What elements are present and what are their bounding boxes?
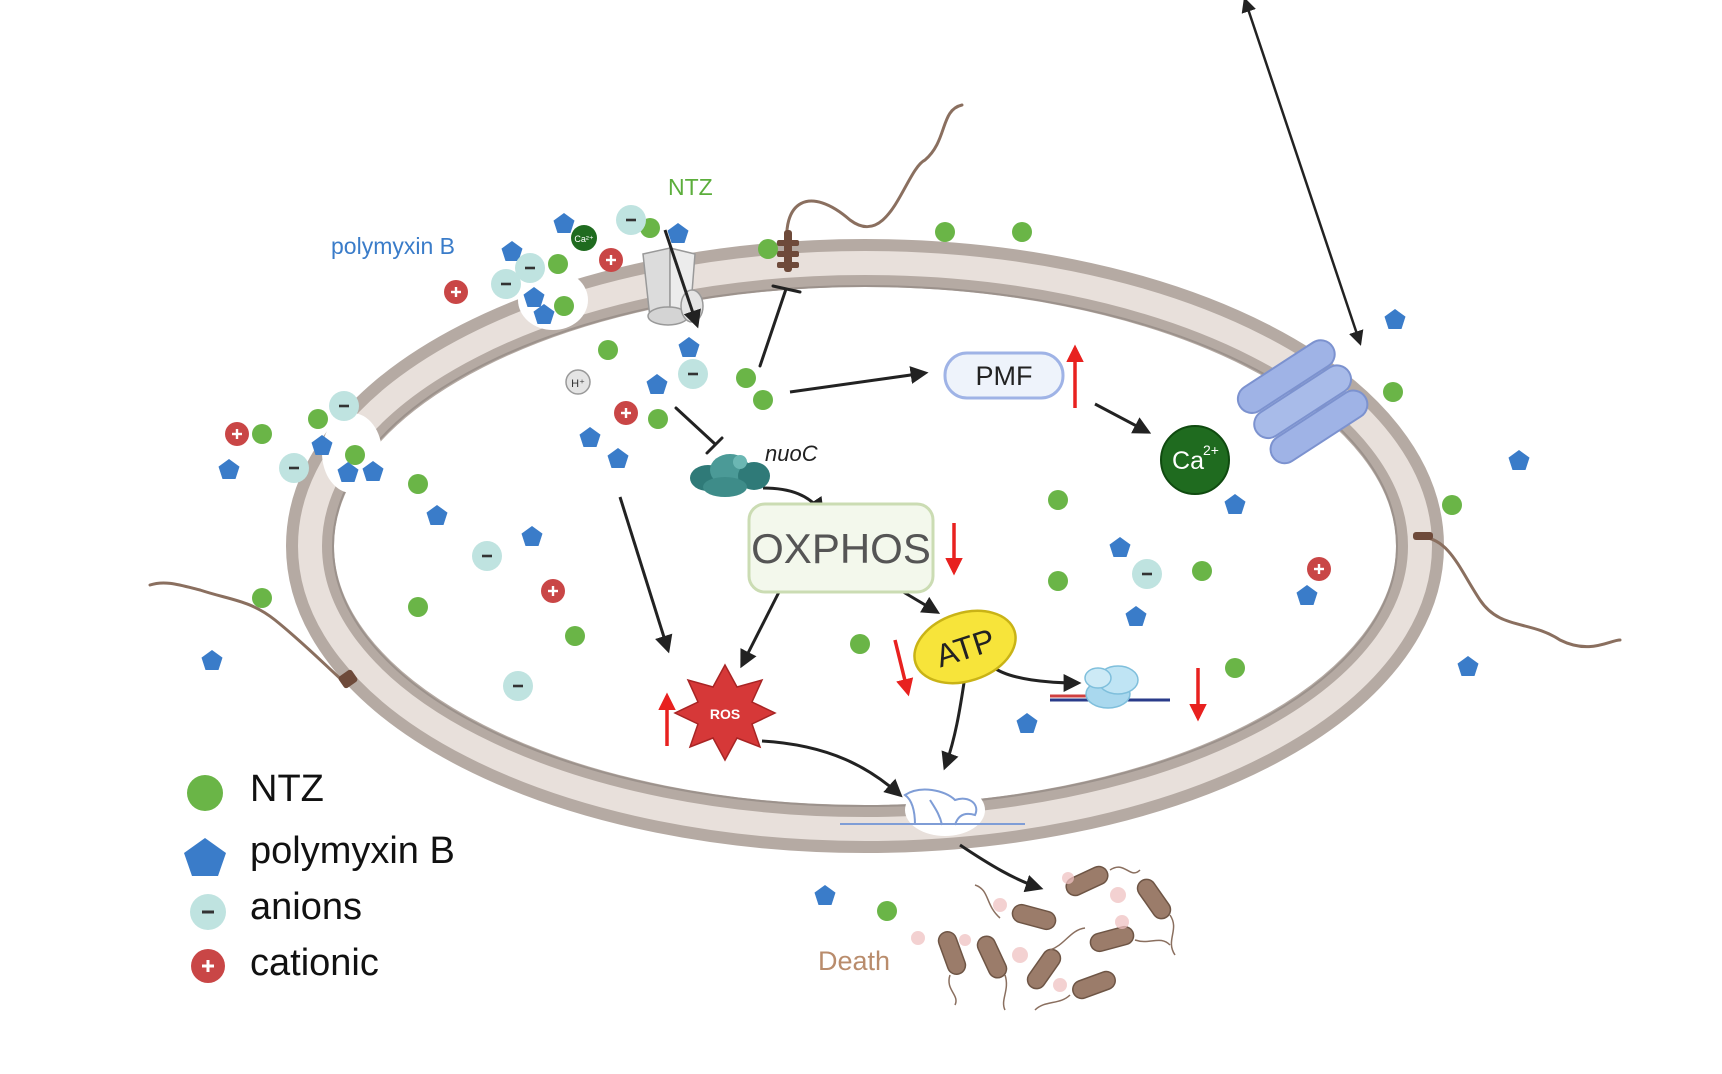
pmf-node: PMF <box>943 351 1065 400</box>
legend-anions-label: anions <box>250 886 362 928</box>
legend-ntz-icon <box>187 775 223 811</box>
inhibition-lines <box>674 284 802 455</box>
svg-text:ROS: ROS <box>710 706 740 722</box>
svg-text:Ca: Ca <box>1172 447 1204 475</box>
change-arrows <box>658 344 1207 746</box>
legend-ntz-label: NTZ <box>250 768 324 810</box>
legend-cationic-label: cationic <box>250 942 379 984</box>
legend-anion-icon <box>190 894 226 930</box>
ros-node: ROS <box>673 663 777 762</box>
svg-text:H⁺: H⁺ <box>571 378 585 390</box>
cell-membrane <box>286 239 1444 853</box>
svg-text:2+: 2+ <box>1203 442 1219 458</box>
legend-icons <box>184 775 226 983</box>
flagellum-motor <box>338 230 1433 689</box>
flagellum-icon <box>148 103 1622 685</box>
calcium-channel-arrow <box>1241 0 1364 346</box>
ntz-label: NTZ <box>668 174 713 200</box>
svg-text:PMF: PMF <box>976 361 1033 391</box>
atp-node: ATP <box>913 609 1017 685</box>
legend-polymyxin-icon <box>184 838 226 876</box>
legend-cation-icon <box>191 949 225 983</box>
death-label: Death <box>818 946 891 976</box>
nuoc-gene-label: nuoC <box>765 441 818 466</box>
calcium-ion: Ca 2+ <box>1160 425 1230 495</box>
membrane-pore <box>905 784 985 836</box>
ribosome-icon <box>1050 665 1170 709</box>
calcium-channel-icon <box>1236 339 1369 465</box>
polymyxin-b-label: polymyxin B <box>331 233 455 259</box>
membrane-damage-icon <box>840 788 1025 826</box>
proton-icon: H⁺ <box>565 369 591 395</box>
complex-i-protein-icon <box>690 454 770 497</box>
svg-text:Ca²⁺: Ca²⁺ <box>574 234 594 244</box>
legend-polymyxin-label: polymyxin B <box>250 830 455 872</box>
oxphos-node: OXPHOS <box>747 502 935 594</box>
calcium-ion-small: Ca²⁺ <box>571 225 597 251</box>
atp-decrease-arrow <box>893 639 914 697</box>
svg-text:OXPHOS: OXPHOS <box>751 525 931 572</box>
death-bacteria-icon <box>911 865 1176 1011</box>
